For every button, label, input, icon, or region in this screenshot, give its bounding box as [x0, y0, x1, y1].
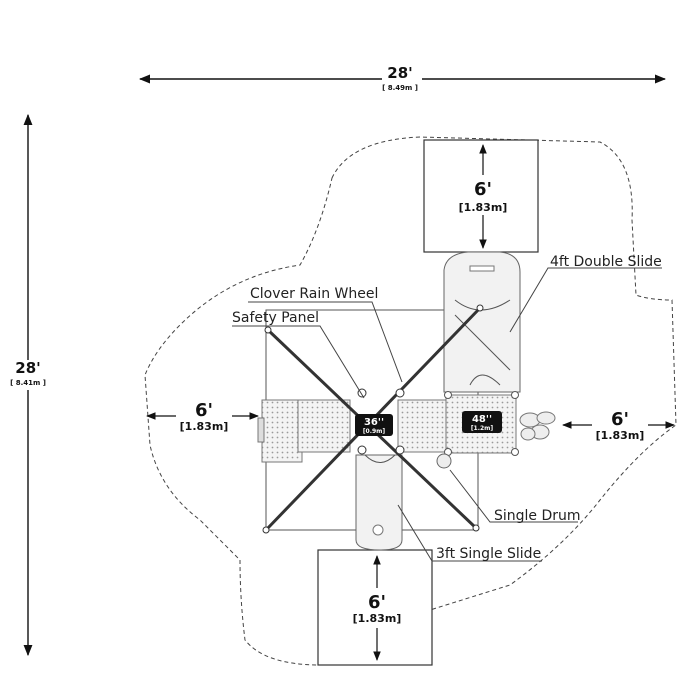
overall-depth-m: [ 8.41m ] [10, 379, 46, 387]
overall-depth-ft: 28' [15, 359, 40, 377]
top-clearance-m: [1.83m] [459, 201, 508, 214]
left-clearance-dimension: 6' [1.83m] [146, 398, 259, 436]
single-drum-label: Single Drum [494, 508, 581, 524]
double-slide [443, 251, 521, 393]
bottom-clearance-ft: 6' [368, 592, 386, 613]
safety-panel-label: Safety Panel [232, 310, 319, 326]
single-drum [436, 453, 452, 469]
platform-48-badge: 48'' [1.2m] [462, 411, 502, 433]
overall-width-m: [ 8.49m ] [382, 84, 418, 92]
platform-48-height: 48'' [472, 414, 492, 425]
single-slide [355, 454, 403, 551]
use-zone-outline [144, 136, 677, 666]
right-clearance-dimension: 6' [1.83m] [562, 407, 675, 445]
bottom-clearance-zone: 6' [1.83m] [317, 549, 433, 666]
rain-wheel-label: Clover Rain Wheel [250, 286, 378, 302]
platform-36-height: 36'' [364, 417, 384, 428]
overall-width-dimension: 28' [ 8.49m ] [138, 64, 667, 94]
top-clearance-zone: 6' [1.83m] [423, 139, 539, 253]
single-slide-label: 3ft Single Slide [436, 546, 541, 562]
bottom-clearance-m: [1.83m] [353, 612, 402, 625]
platform-36-badge: 36'' [0.9m] [355, 414, 393, 436]
clover-rain-wheel [519, 411, 556, 441]
platform-48-metric: [1.2m] [471, 425, 494, 432]
top-clearance-ft: 6' [474, 179, 492, 200]
left-clearance-m: [1.83m] [180, 420, 229, 433]
double-slide-label: 4ft Double Slide [550, 254, 662, 270]
right-clearance-ft: 6' [611, 409, 629, 430]
left-panels [257, 399, 351, 463]
overall-width-ft: 28' [387, 64, 412, 82]
middle-panels [397, 399, 449, 453]
platform-36-metric: [0.9m] [363, 428, 386, 435]
overall-depth-dimension: 28' [ 8.41m ] [8, 113, 48, 657]
left-clearance-ft: 6' [195, 400, 213, 421]
right-clearance-m: [1.83m] [596, 429, 645, 442]
callout-leaders [232, 267, 662, 562]
